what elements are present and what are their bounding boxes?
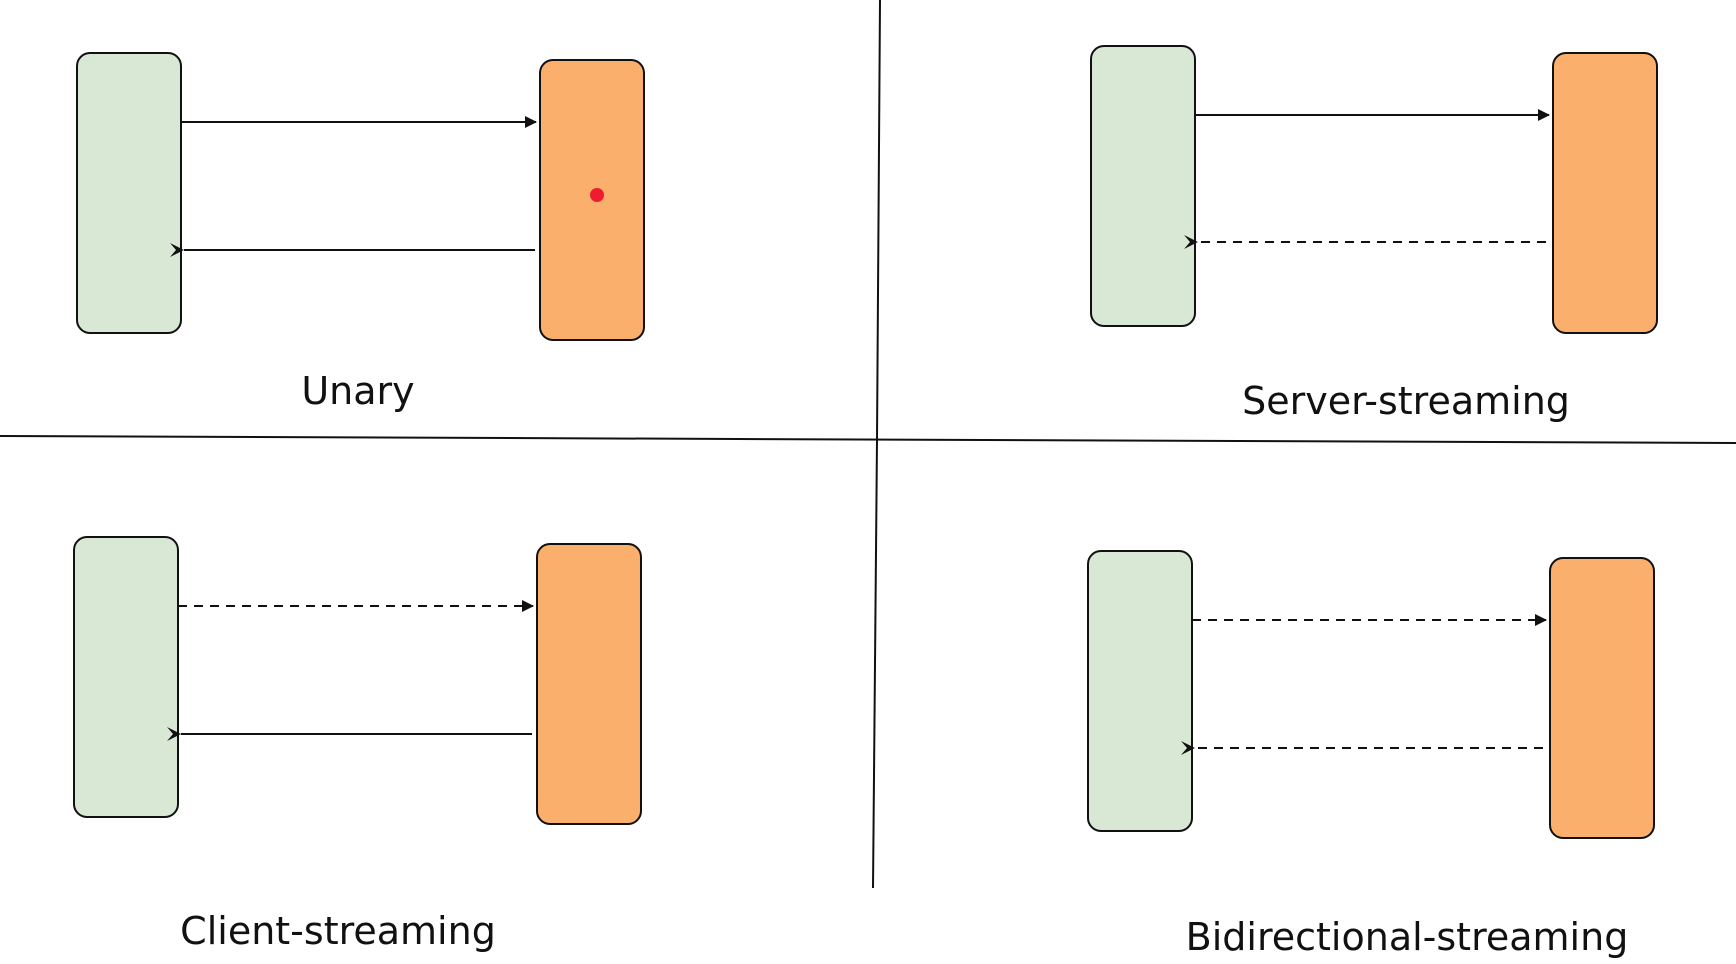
client-box bbox=[1090, 45, 1196, 327]
vertical-divider-top bbox=[876, 0, 881, 441]
panel-server-streaming: Server-streaming bbox=[1090, 45, 1658, 423]
horizontal-divider bbox=[0, 435, 1736, 444]
panel-unary: Unary bbox=[76, 52, 645, 413]
panel-label: Unary bbox=[301, 369, 414, 413]
server-box bbox=[1552, 52, 1658, 334]
vertical-divider-bottom bbox=[872, 439, 878, 889]
server-box bbox=[536, 543, 642, 825]
client-box bbox=[76, 52, 182, 334]
panel-label: Client-streaming bbox=[180, 909, 496, 953]
client-box bbox=[1087, 550, 1193, 832]
panel-bidirectional-streaming: Bidirectional-streaming bbox=[1087, 550, 1655, 959]
client-box bbox=[73, 536, 179, 818]
cursor-dot bbox=[590, 188, 604, 202]
server-box bbox=[539, 59, 645, 341]
panel-client-streaming: Client-streaming bbox=[73, 536, 642, 953]
panel-label: Server-streaming bbox=[1242, 379, 1570, 423]
panel-label: Bidirectional-streaming bbox=[1186, 915, 1629, 959]
server-box bbox=[1549, 557, 1655, 839]
